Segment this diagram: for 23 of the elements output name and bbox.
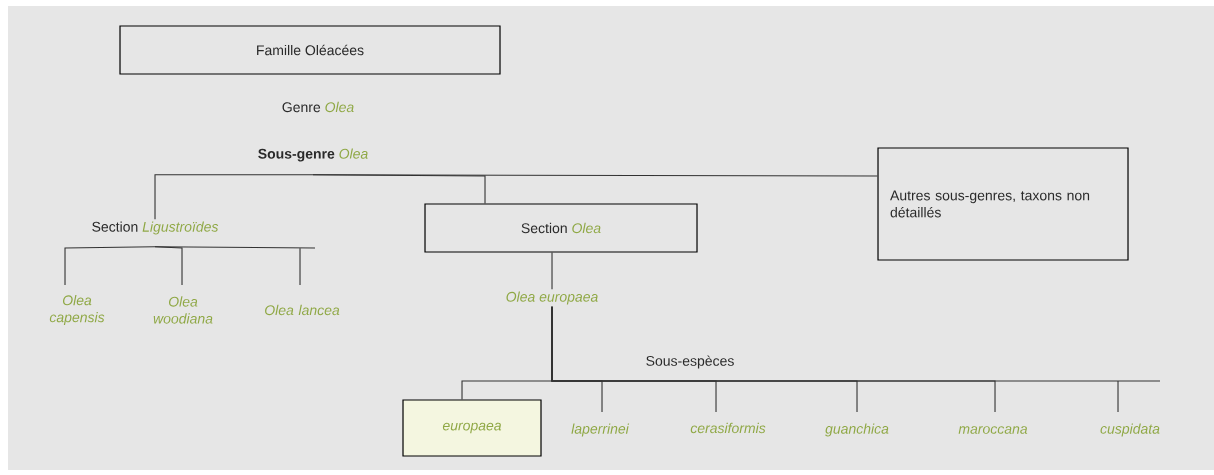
species-label: Olea woodiana [153,296,213,324]
species-label: Olea lancea [265,304,340,316]
subgenus-label: Sous-genre Olea [258,148,368,162]
subspecies-label: guanchica [825,423,889,437]
section-label: Section Ligustroïdes [92,221,219,235]
taxa-box: Autres sous-genres, taxons non détaillés [877,147,1129,261]
tree-line [154,246,316,286]
family-box: Famille Oléacées [119,25,501,75]
section-box: Section Olea [424,203,698,253]
tree-line [551,252,553,290]
subspecies-label: cuspidata [1100,423,1160,437]
tree-line [154,174,314,220]
subspecies-box: europaea [402,399,542,457]
tree-line [64,246,156,286]
tree-line [312,174,878,177]
species-label: Olea capensis [49,295,105,326]
subspecies-label: laperrinei [571,423,630,437]
subspecies-label: cerasiformis [690,422,766,434]
species-label: Olea europaea [506,291,598,305]
subspecies-label: maroccana [958,426,1028,434]
level-label: Sous-espèces [646,355,734,369]
tree-line [551,306,1161,413]
genus-label: Genre Olea [282,101,354,113]
